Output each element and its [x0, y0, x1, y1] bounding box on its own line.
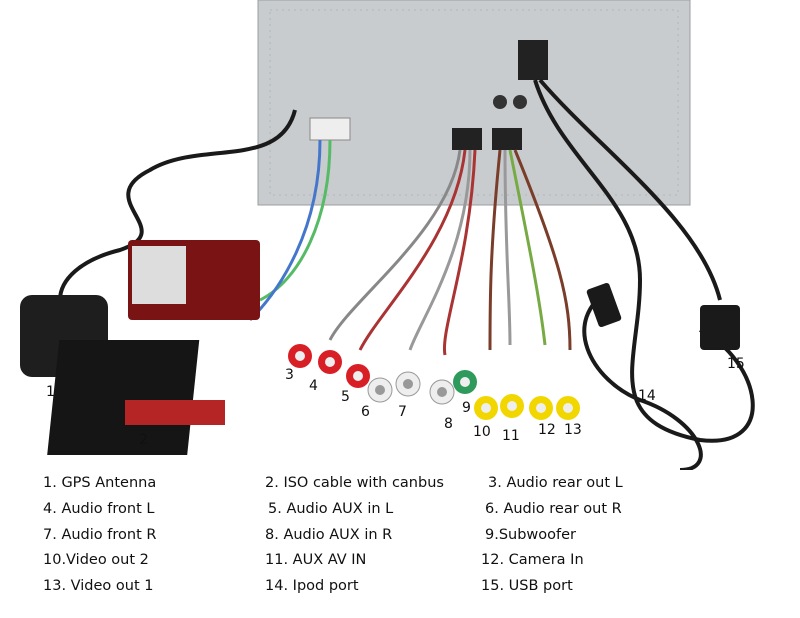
callout-13: 13 — [564, 422, 582, 438]
legend-item: 11. AUX AV IN — [265, 552, 367, 568]
rca-plugs — [288, 344, 580, 420]
callout-1: 1 — [46, 384, 55, 400]
callout-11: 11 — [502, 428, 520, 444]
legend-item: 13. Video out 1 — [43, 578, 154, 594]
legend-item: 2. ISO cable with canbus — [265, 475, 444, 491]
legend-item: 14. Ipod port — [265, 578, 359, 594]
legend-item: 5. Audio AUX in L — [268, 501, 394, 517]
callout-12: 12 — [538, 422, 556, 438]
legend-item: 15. USB port — [481, 578, 573, 594]
legend-item: 9.Subwoofer — [485, 527, 577, 543]
rca-wires — [248, 139, 572, 356]
callout-3: 3 — [285, 367, 294, 383]
iso-connector — [47, 340, 225, 455]
legend-item: 7. Audio front R — [43, 527, 157, 543]
legend-item: 3. Audio rear out L — [488, 475, 623, 491]
cables — [58, 78, 755, 470]
legend-item: 8. Audio AUX in R — [265, 527, 393, 543]
usb-port-connector — [700, 305, 740, 350]
legend-item: 1. GPS Antenna — [43, 475, 157, 491]
wiring-harness-photo — [20, 0, 755, 470]
callout-7: 7 — [398, 404, 407, 420]
callout-10: 10 — [473, 424, 491, 440]
callout-15: 15 — [727, 356, 745, 372]
legend-item: 6. Audio rear out R — [485, 501, 622, 517]
ipod-connector — [586, 282, 622, 328]
callout-9: 9 — [462, 400, 471, 416]
callout-14: 14 — [638, 388, 656, 404]
legend-item: 10.Video out 2 — [43, 552, 149, 568]
callout-6: 6 — [361, 404, 370, 420]
callout-5: 5 — [341, 389, 350, 405]
callout-8: 8 — [444, 416, 453, 432]
legend-item: 12. Camera In — [481, 552, 584, 568]
legend-item: 4. Audio front L — [43, 501, 155, 517]
callout-4: 4 — [309, 378, 318, 394]
callout-2: 2 — [139, 432, 148, 448]
